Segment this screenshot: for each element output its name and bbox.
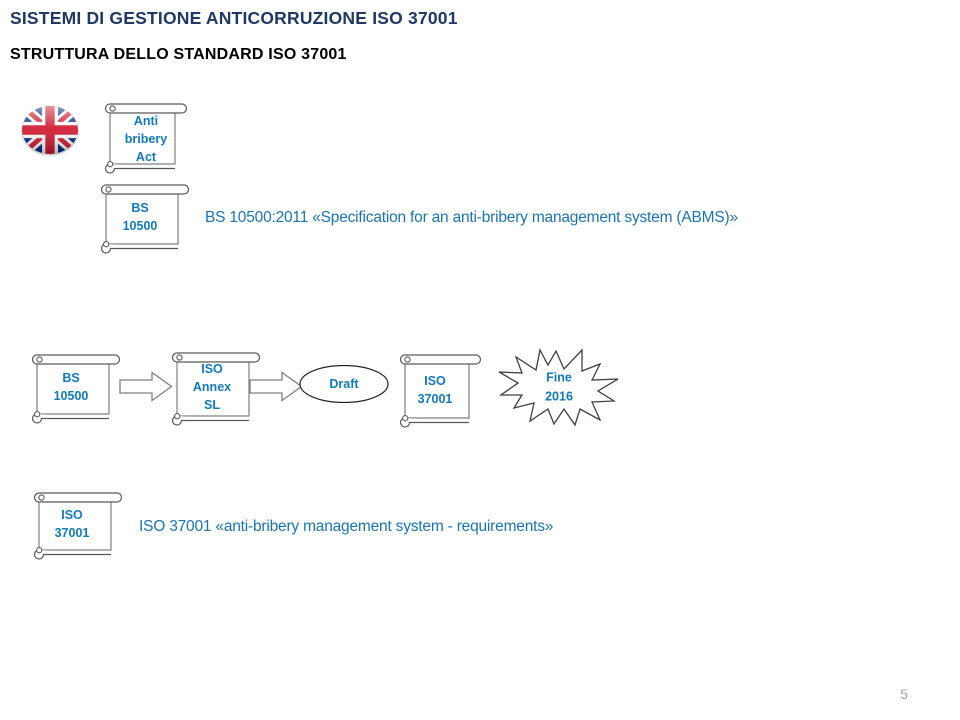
flow-arrow-1 — [119, 371, 173, 402]
ellipse-draft: Draft — [299, 364, 389, 404]
flow-arrow-2 — [249, 371, 303, 402]
caption-iso-37001: ISO 37001 «anti-bribery management syste… — [139, 518, 554, 535]
page-subtitle: STRUTTURA DELLO STANDARD ISO 37001 — [10, 46, 347, 63]
scroll-iso-37001-flow: ISO 37001 — [399, 350, 490, 428]
explosion-fine-2016: Fine 2016 — [496, 345, 622, 429]
scroll-iso-37001-bottom: ISO 37001 — [32, 488, 124, 560]
page-number: 5 — [900, 686, 908, 702]
explosion-label: Fine 2016 — [545, 370, 573, 403]
page-title: SISTEMI DI GESTIONE ANTICORRUZIONE ISO 3… — [10, 8, 458, 28]
scroll-bs-10500-flow: BS 10500 — [30, 350, 122, 424]
ellipse-label: Draft — [329, 377, 359, 391]
caption-bs-10500: BS 10500:2011 «Specification for an anti… — [205, 209, 738, 226]
united-kingdom-flag-icon — [22, 106, 78, 154]
scroll-anti-bribery-act: Anti bribery Act — [104, 100, 188, 174]
scroll-bs-10500-top: BS 10500 — [99, 180, 191, 254]
